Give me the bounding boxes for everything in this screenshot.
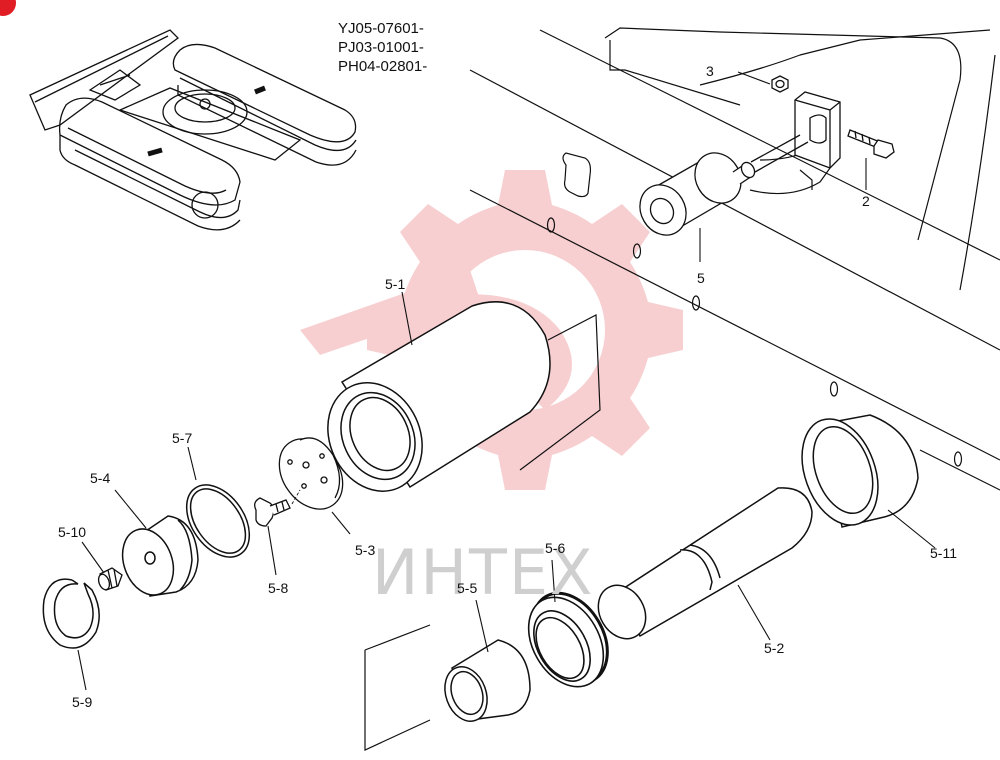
callout-3: 3 [706, 63, 714, 79]
callout-5-11: 5-11 [930, 545, 957, 561]
track-frame-outline [364, 27, 1000, 751]
serial-number-2: PJ03-01001- [338, 39, 424, 56]
callout-5: 5 [697, 270, 705, 286]
corner-badge [0, 0, 16, 16]
bracket [794, 91, 841, 169]
part-5-2-shaft [597, 487, 813, 640]
watermark-text: ИНТЕХ [372, 536, 595, 609]
callout-5-6: 5-6 [545, 540, 566, 556]
callout-5-7: 5-7 [172, 430, 193, 446]
callout-5-9: 5-9 [72, 694, 93, 710]
callout-5-8: 5-8 [268, 580, 289, 596]
part-5-11-bushing [801, 414, 919, 528]
part-5-1-roller-shell [327, 301, 551, 492]
part-5-roller-assembly [639, 134, 809, 236]
callout-5-1: 5-1 [385, 276, 406, 292]
callout-5-3: 5-3 [355, 542, 376, 558]
callout-5-10: 5-10 [58, 524, 87, 540]
part-3-nut [771, 75, 789, 93]
callout-5-4: 5-4 [90, 470, 111, 486]
excavator-overview [29, 29, 357, 231]
callout-5-2: 5-2 [764, 640, 785, 656]
part-5-10-plug [97, 567, 123, 591]
part-5-4-end-cap [121, 515, 199, 597]
part-5-9-snap-ring [42, 578, 100, 649]
part-5-8-screw [254, 497, 291, 527]
part-5-3-plate [278, 437, 344, 510]
serial-number-3: PH04-02801- [338, 58, 428, 75]
part-2-bolt [847, 129, 895, 159]
part-5-7-o-ring [185, 484, 251, 558]
callout-2: 2 [862, 193, 870, 209]
part-5-6-floating-seal [527, 591, 609, 688]
serial-number-1: YJ05-07601- [338, 20, 424, 37]
callout-5-5: 5-5 [457, 580, 478, 596]
part-5-5-bushing [444, 639, 531, 722]
